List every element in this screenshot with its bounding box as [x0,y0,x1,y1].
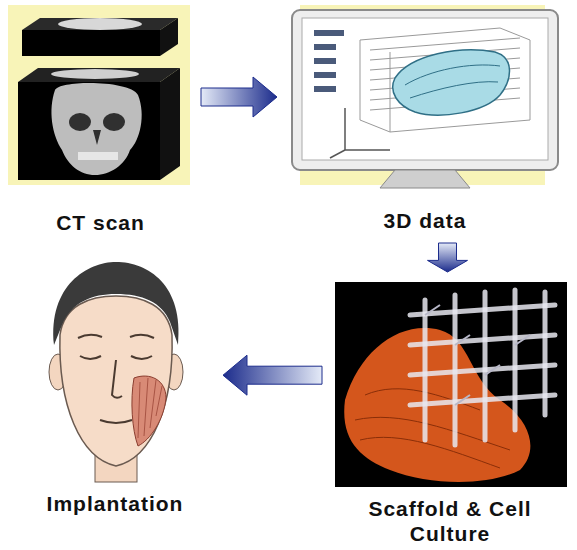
eye-socket [103,113,125,131]
menu-bar [314,72,336,78]
muscle-implant [132,376,166,446]
step-label: Implantation [47,491,184,516]
monitor-picture [292,5,558,188]
eye-socket [69,113,91,131]
scaffold-lattice-depth [425,305,530,405]
slice-top [22,18,178,30]
flow-arrow [201,77,277,117]
step-panel: Scaffold & Cell Culture [330,280,570,548]
step-label: 3D data [384,208,467,233]
hair [53,262,178,345]
step-panel: Implantation [15,255,215,518]
scaffold-lattice [410,290,555,445]
face-picture [49,262,183,482]
flow-arrow [428,243,468,272]
model-shape [393,50,510,115]
teeth [78,152,118,160]
slice-stack [360,28,530,132]
monitor-screen [302,18,548,160]
menu-bar [314,44,336,50]
face [60,296,172,466]
menu-bar [314,30,344,36]
menu-bar [314,58,336,64]
model-contours [405,65,500,98]
slice-section [58,18,142,30]
step-panel: 3D data [285,3,565,235]
skull [51,83,141,175]
slice-slab [22,30,160,56]
scaffold-picture [335,282,567,487]
step-label: Scaffold & Cell Culture [368,496,533,546]
skull-section [51,69,139,79]
monitor-frame [292,10,558,170]
ct-scan-picture [8,5,190,185]
step-label: CT scan [56,210,145,235]
step-panel: CT scan [8,5,193,237]
picture-ground [335,282,567,487]
block-top [18,68,180,82]
flow-arrow [223,355,322,395]
slice-side [160,18,178,56]
muscle-fibres [138,378,162,438]
block-front [18,82,160,180]
menu-bar [314,86,336,92]
block-side [160,68,180,180]
nasal-cavity [93,130,101,145]
axes [330,108,390,158]
monitor-stand [380,170,470,188]
picture-ground [8,5,190,185]
